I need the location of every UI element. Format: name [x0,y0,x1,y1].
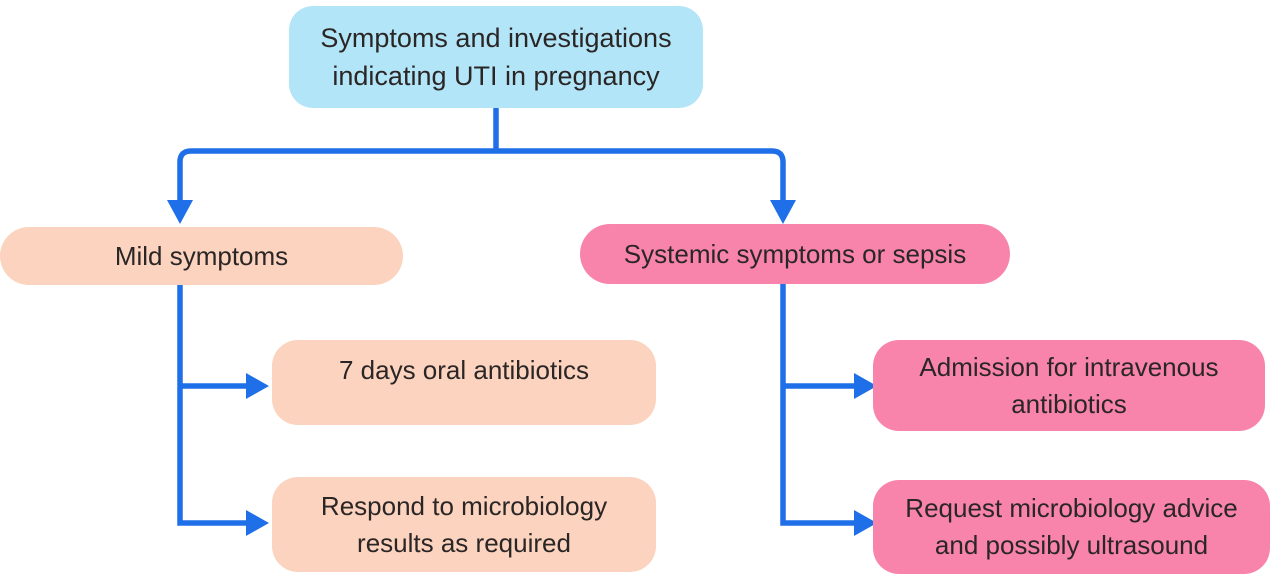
node-request-microbiology-advice: Request microbiology advice and possibly… [873,480,1270,574]
node-oral-antibiotics-label: 7 days oral antibiotics [338,355,590,385]
node-systemic-symptoms-sepsis: Systemic symptoms or sepsis [580,224,1010,284]
node-admission-intravenous: Admission for intravenous antibiotics [873,340,1265,431]
arrowhead-down-mild [167,200,193,224]
arrowhead-right-respond [246,510,269,536]
node-respond-microbiology-label: Respond to microbiology results as requi… [320,490,608,558]
arrowhead-right-oral [246,373,269,399]
node-systemic-label: Systemic symptoms or sepsis [623,238,967,269]
connector-split-bar [177,148,786,204]
node-root-symptoms-investigations: Symptoms and investigations indicating U… [289,6,703,108]
connector-mild-subtree [177,283,248,526]
node-request-microbiology-advice-label: Request microbiology advice and possibly… [905,493,1238,560]
connector-systemic-subtree [780,283,854,526]
node-root-label: Symptoms and investigations indicating U… [320,23,672,91]
node-mild-label: Mild symptoms [114,240,289,271]
node-respond-microbiology: Respond to microbiology results as requi… [272,477,656,572]
arrowhead-down-systemic [770,200,796,224]
node-admission-intravenous-label: Admission for intravenous antibiotics [919,351,1219,419]
node-oral-antibiotics: 7 days oral antibiotics [272,340,656,425]
node-mild-symptoms: Mild symptoms [0,227,403,285]
